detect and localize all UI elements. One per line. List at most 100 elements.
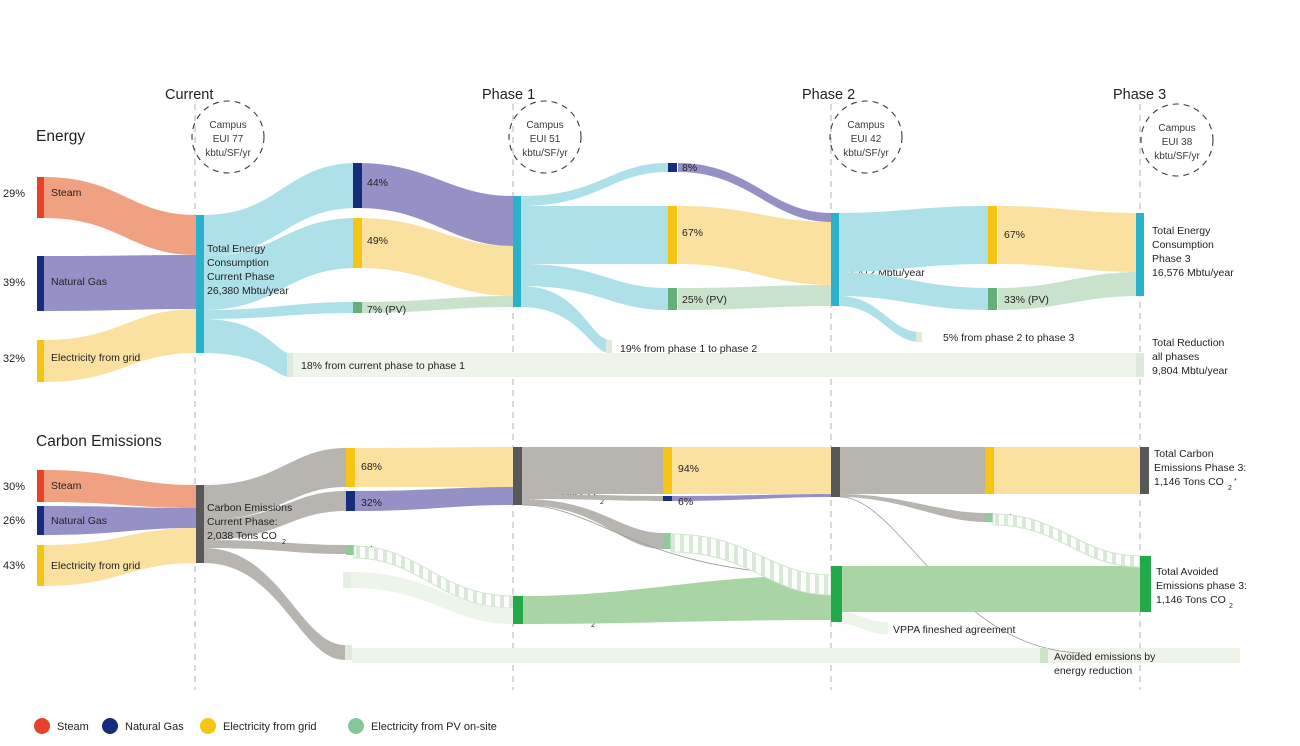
node-energy-phase1[interactable] [513,196,521,307]
phase-header-current: Current Campus EUI 77 kbtu/SF/yr [165,87,265,174]
phase-title-phase2: Phase 2 [802,87,855,103]
energy-p3-left-stack: 67% 33% (PV) [988,206,1140,310]
source-node-gas-carbon[interactable] [37,506,44,535]
eui-line2-phase1: EUI 51 [530,134,561,145]
flow-node-vppa-carbon-p1[interactable] [343,572,351,588]
energy-flowlabel-gas-p1: 44% [367,177,388,189]
source-node-steam-carbon[interactable] [37,470,44,502]
legend-swatch-grid [200,718,216,734]
flow-node-gas-p1[interactable] [353,163,362,208]
node-carbon-p3-line2: Emissions Phase 3: [1154,462,1246,474]
carbon-pct-gas: 26% [3,515,25,527]
node-carbon-p1-sub: 2 [600,499,604,506]
flow-carbon-current-to-p1-pv [204,540,346,554]
node-carbon-phase3[interactable] [1140,447,1149,494]
carbon-pct-grid: 43% [3,560,25,572]
flow-grid-to-current [44,309,196,382]
flow-energy-p1-to-p2-reduction [521,286,610,353]
eui-line1-phase1: Campus [526,120,563,131]
carbon-flowlabel-gas-p2: 6% [678,496,693,508]
flow-node-gas-carbon-p2[interactable] [663,496,672,501]
energy-flowlabel-reduction-p3: 5% from phase 2 to phase 3 [943,332,1074,344]
node-energy-p3-line4: 16,576 Mbtu/year [1152,267,1234,279]
eui-line1-current: Campus [209,120,246,131]
node-energy-current-line4: 26,380 Mbtu/year [207,285,289,297]
eui-line3-current: kbtu/SF/yr [205,148,251,159]
flow-energy-current-to-p1-reduction [203,319,290,377]
node-carbon-phase1[interactable] [513,447,522,505]
source-node-grid-energy[interactable] [37,340,44,382]
node-avoided-p3[interactable] [1140,556,1151,612]
energy-flowlabel-pv-p3: 33% (PV) [1004,294,1049,306]
node-avoided-p2[interactable] [831,566,842,622]
eui-line2-phase3: EUI 38 [1162,137,1193,148]
flow-node-pv-carbon-p3[interactable] [985,513,993,522]
flow-carbon-reduction-band [352,648,1240,663]
node-energy-current-line2: Consumption [207,257,269,269]
flow-node-pv-p2[interactable] [668,288,677,310]
node-carbon-current[interactable] [196,485,204,563]
energy-pct-gas: 39% [3,277,25,289]
energy-flowlabel-pv-p1: 7% (PV) [367,304,406,316]
flow-energy-p1-to-p2-gas [521,163,668,206]
flow-node-pv-carbon-p2[interactable] [663,533,671,549]
flow-node-gas-p2[interactable] [668,163,677,172]
flow-carbon-p1-to-p2-pv [522,499,663,549]
source-node-gas-energy[interactable] [37,256,44,311]
node-energy-reduction-line2: all phases [1152,351,1199,363]
node-energy-p3-line1: Total Energy [1152,225,1211,237]
node-avoided-p1[interactable] [513,596,523,624]
flow-carbon-p1-to-p2-grid [522,447,663,494]
energy-flowlabel-grid-p1: 49% [367,235,388,247]
node-energy-phase3[interactable] [1136,213,1144,296]
carbon-flowlabel-grid-p1: 68% [361,461,382,473]
flow-node-grid-p1[interactable] [353,218,362,268]
flow-node-reduction-p3[interactable] [916,332,922,342]
legend-label-grid: Electricity from grid [223,721,317,733]
flow-energy-current-to-p1-grid [203,218,358,310]
flow-node-grid-carbon-p1[interactable] [346,448,355,487]
flow-gas-to-current [44,255,196,311]
node-energy-current[interactable] [196,215,204,353]
flow-gas-band-carbon-p2 [672,494,831,501]
flow-node-reduction-p1[interactable] [287,353,293,377]
flow-node-reduction-p2[interactable] [606,340,612,353]
carbon-source-label-grid: Electricity from grid [51,560,140,572]
source-node-steam-energy[interactable] [37,177,44,218]
flow-node-pv-carbon-p1[interactable] [346,545,354,555]
node-carbon-current-sub: 2 [282,539,286,546]
node-avoided-by-energy-reduction[interactable] [1040,648,1048,663]
flow-node-carbon-reduction-p1[interactable] [345,645,352,660]
avoided-by-reduction-line1: Avoided emissions by [1054,651,1156,663]
energy-pct-grid: 32% [3,353,25,365]
source-node-grid-carbon[interactable] [37,545,44,586]
node-carbon-p3-line1: Total Carbon [1154,448,1214,460]
flow-node-grid-carbon-p3[interactable] [985,447,994,494]
flow-grid-band-carbon-p1 [355,447,513,487]
carbon-flowlabel-vppa-finished: VPPA fineshed agreement [893,624,1015,636]
node-carbon-current-line2: Current Phase: [207,516,278,528]
flow-node-pv-p1[interactable] [353,302,362,313]
eui-line3-phase2: kbtu/SF/yr [843,148,889,159]
eui-circle-phase3 [1140,103,1214,177]
flow-node-grid-carbon-p2[interactable] [663,447,672,494]
legend-swatch-pv [348,718,364,734]
phase-header-phase1: Phase 1 Campus EUI 51 kbtu/SF/yr [482,87,582,174]
flow-node-grid-p2[interactable] [668,206,677,264]
flow-grid-band-carbon-p3 [994,447,1140,494]
node-energy-total-reduction[interactable] [1136,353,1144,377]
node-energy-reduction-line1: Total Reduction [1152,337,1225,349]
flow-node-grid-p3[interactable] [988,206,997,264]
legend-swatch-natural-gas [102,718,118,734]
flow-energy-current-to-p1-gas [203,163,358,256]
legend-swatch-steam [34,718,50,734]
flow-node-pv-p3[interactable] [988,288,997,310]
node-carbon-phase2[interactable] [831,447,840,497]
phase-title-current: Current [165,87,213,103]
flow-pv-band-p2 [678,285,831,310]
node-energy-reduction-line3: 9,804 Mbtu/year [1152,365,1228,377]
flow-node-gas-carbon-p1[interactable] [346,491,355,511]
node-energy-phase2[interactable] [831,213,839,306]
energy-source-label-steam: Steam [51,187,82,199]
node-energy-p3-line3: Phase 3 [1152,253,1191,265]
